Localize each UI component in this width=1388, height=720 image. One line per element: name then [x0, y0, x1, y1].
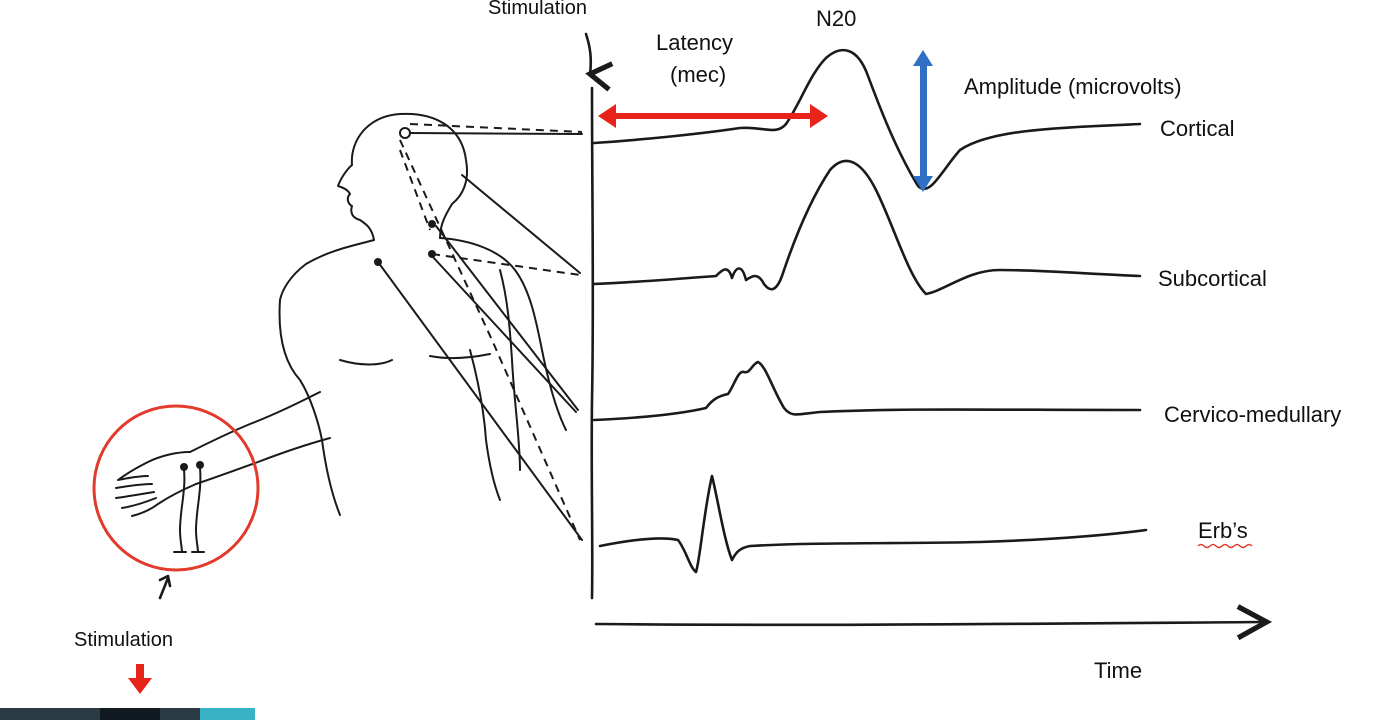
- trace-label-erbs: Erb’s: [1198, 518, 1248, 543]
- spellcheck-underline: [1197, 543, 1253, 549]
- hand: [115, 451, 197, 517]
- chest-line: [339, 353, 491, 366]
- trace-erbs: [598, 474, 1148, 574]
- bottom-stimulation-label: Stimulation: [74, 629, 173, 651]
- neck-outline: [279, 203, 453, 301]
- time-label: Time: [1094, 658, 1142, 683]
- left-arm: [189, 391, 331, 485]
- trace-subcortical: [592, 159, 1142, 296]
- amplitude-double-headed-arrow-icon: [913, 50, 933, 192]
- down-arrow-icon: [128, 664, 152, 694]
- peak-label: N20: [816, 6, 856, 31]
- stimulation-circle: [92, 404, 260, 572]
- time-axis: [594, 622, 1264, 625]
- latency-double-headed-arrow-icon: [598, 104, 828, 128]
- trace-cervico-medullary: [592, 360, 1142, 422]
- stimulus-down-arrow-icon: [584, 32, 614, 92]
- stimulation-pointer-icon: [158, 574, 172, 600]
- trace-label-subcortical: Subcortical: [1158, 266, 1267, 291]
- trace-cortical: [592, 48, 1142, 190]
- head-outline: [337, 112, 468, 241]
- latency-label-line2: (mec): [670, 62, 726, 87]
- amplitude-label: Amplitude (microvolts): [964, 74, 1182, 99]
- human-figure-sketch: [115, 112, 583, 553]
- electrode-leads: [377, 123, 583, 541]
- wrist-electrodes: [173, 461, 205, 553]
- right-arm: [439, 237, 567, 501]
- latency-label-line1: Latency: [656, 30, 733, 55]
- cropped-photo-strip: [0, 708, 255, 720]
- trace-label-cortical: Cortical: [1160, 116, 1235, 141]
- stimulus-vertical-axis: [590, 86, 595, 600]
- torso-left: [278, 299, 341, 516]
- trace-label-cervico-medullary: Cervico-medullary: [1164, 402, 1341, 427]
- top-stimulation-label: Stimulation: [488, 0, 587, 19]
